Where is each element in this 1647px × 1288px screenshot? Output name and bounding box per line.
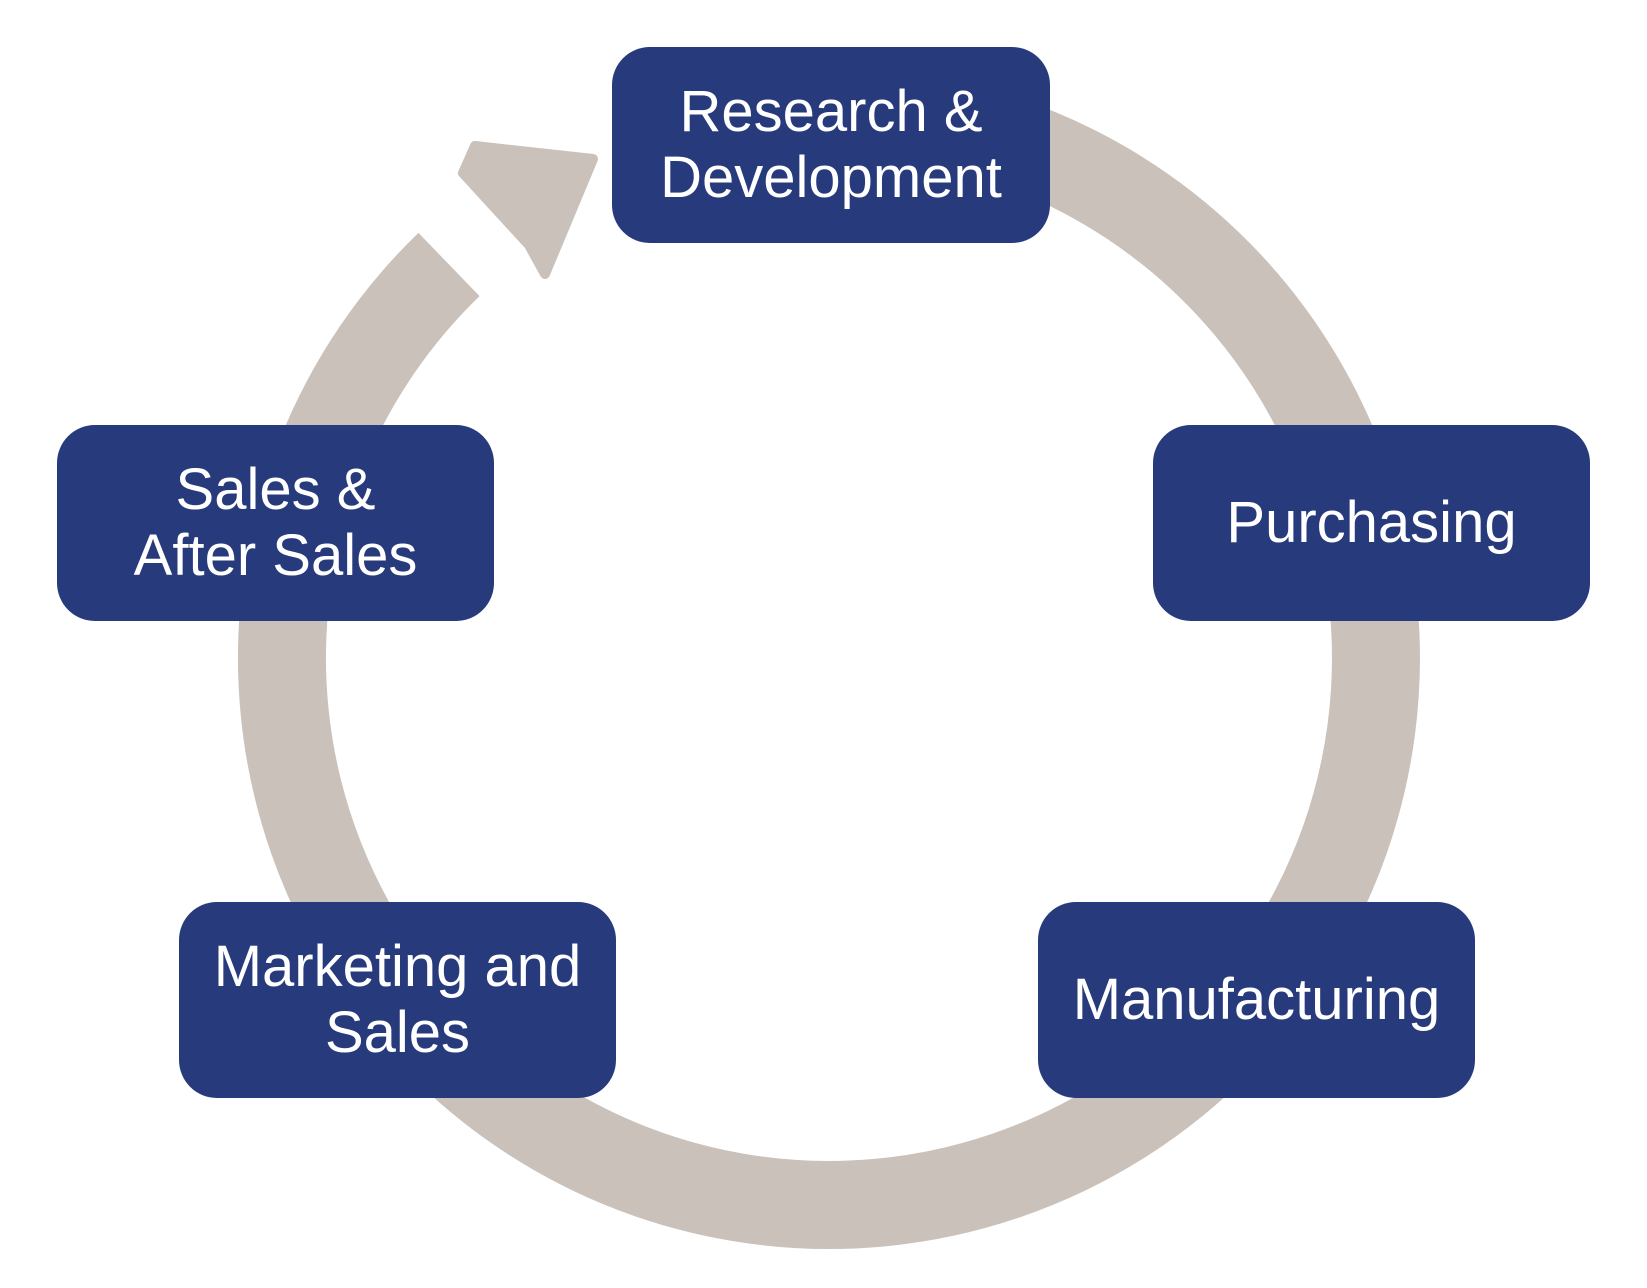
stage-marketing-sales: Marketing and Sales	[179, 902, 616, 1098]
stage-manufacturing: Manufacturing	[1038, 902, 1475, 1098]
stage-sales-after-sales: Sales & After Sales	[57, 425, 494, 621]
cycle-ring	[238, 70, 1420, 1249]
stage-research-development: Research & Development	[612, 47, 1050, 243]
arrowhead-icon	[458, 141, 598, 279]
stage-purchasing: Purchasing	[1153, 425, 1590, 621]
